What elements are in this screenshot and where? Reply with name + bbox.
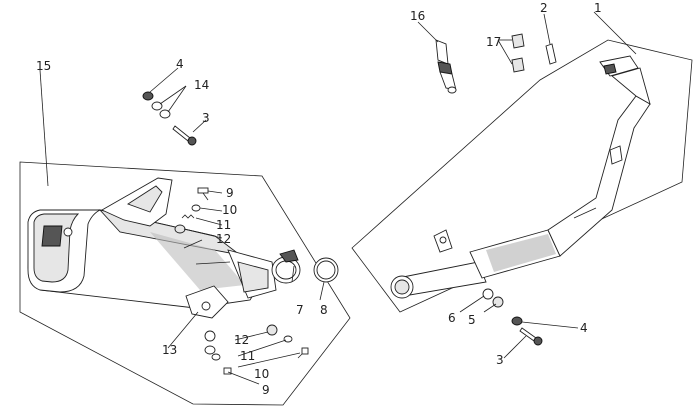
grommet-12-upper — [174, 224, 186, 234]
grommet-12-lower — [266, 324, 278, 336]
callout-4-right: 4 — [580, 321, 588, 335]
callout-12-lower: 12 — [234, 333, 249, 347]
spring-11-lower — [204, 330, 216, 355]
muffler-group-frame — [19, 161, 351, 406]
callout-11-upper: 11 — [216, 218, 231, 232]
callout-10-lower: 10 — [254, 367, 269, 381]
nut-4-top — [142, 91, 154, 101]
callout-9-upper: 9 — [226, 186, 234, 200]
callout-15: 15 — [36, 59, 51, 73]
bolt-9-lower — [223, 347, 309, 375]
bolt-9-upper — [197, 187, 209, 201]
oxygen-sensor — [435, 39, 457, 94]
muffler — [27, 177, 277, 319]
washers-14 — [151, 101, 171, 119]
leader-lines — [39, 11, 637, 385]
callout-11-lower: 11 — [240, 349, 255, 363]
washer-10-upper — [191, 204, 201, 212]
callout-2: 2 — [540, 1, 548, 15]
callout-3-right: 3 — [496, 353, 504, 367]
callout-17: 17 — [486, 35, 501, 49]
bolt-3-right — [519, 327, 543, 346]
callout-labels: 1 2 3 3 4 4 5 6 7 8 9 9 10 10 11 11 12 1… — [36, 1, 602, 397]
callout-16: 16 — [410, 9, 425, 23]
muffler-clamp — [271, 249, 301, 284]
clips-17 — [511, 33, 525, 73]
spring-11-upper — [181, 214, 195, 219]
callout-12-upper: 12 — [216, 232, 231, 246]
callout-5: 5 — [468, 313, 476, 327]
sensor-gasket — [545, 43, 557, 65]
callout-10-upper: 10 — [222, 203, 237, 217]
bolt-6 — [482, 288, 494, 300]
callout-4-top: 4 — [176, 57, 184, 71]
callout-1: 1 — [594, 1, 602, 15]
header-pipe — [390, 55, 651, 299]
exhaust-gasket-ring — [313, 257, 339, 283]
washer-10-lower — [211, 335, 293, 361]
nut-4-right — [511, 316, 523, 326]
callout-7: 7 — [296, 303, 304, 317]
nut-5 — [492, 296, 504, 308]
callout-8: 8 — [320, 303, 328, 317]
callout-9-lower: 9 — [262, 383, 270, 397]
bolt-3-top — [172, 125, 197, 146]
header-pipe-group-frame — [351, 39, 693, 313]
callout-6: 6 — [448, 311, 456, 325]
callout-14: 14 — [194, 78, 209, 92]
callout-13: 13 — [162, 343, 177, 357]
callout-3-top: 3 — [202, 111, 210, 125]
